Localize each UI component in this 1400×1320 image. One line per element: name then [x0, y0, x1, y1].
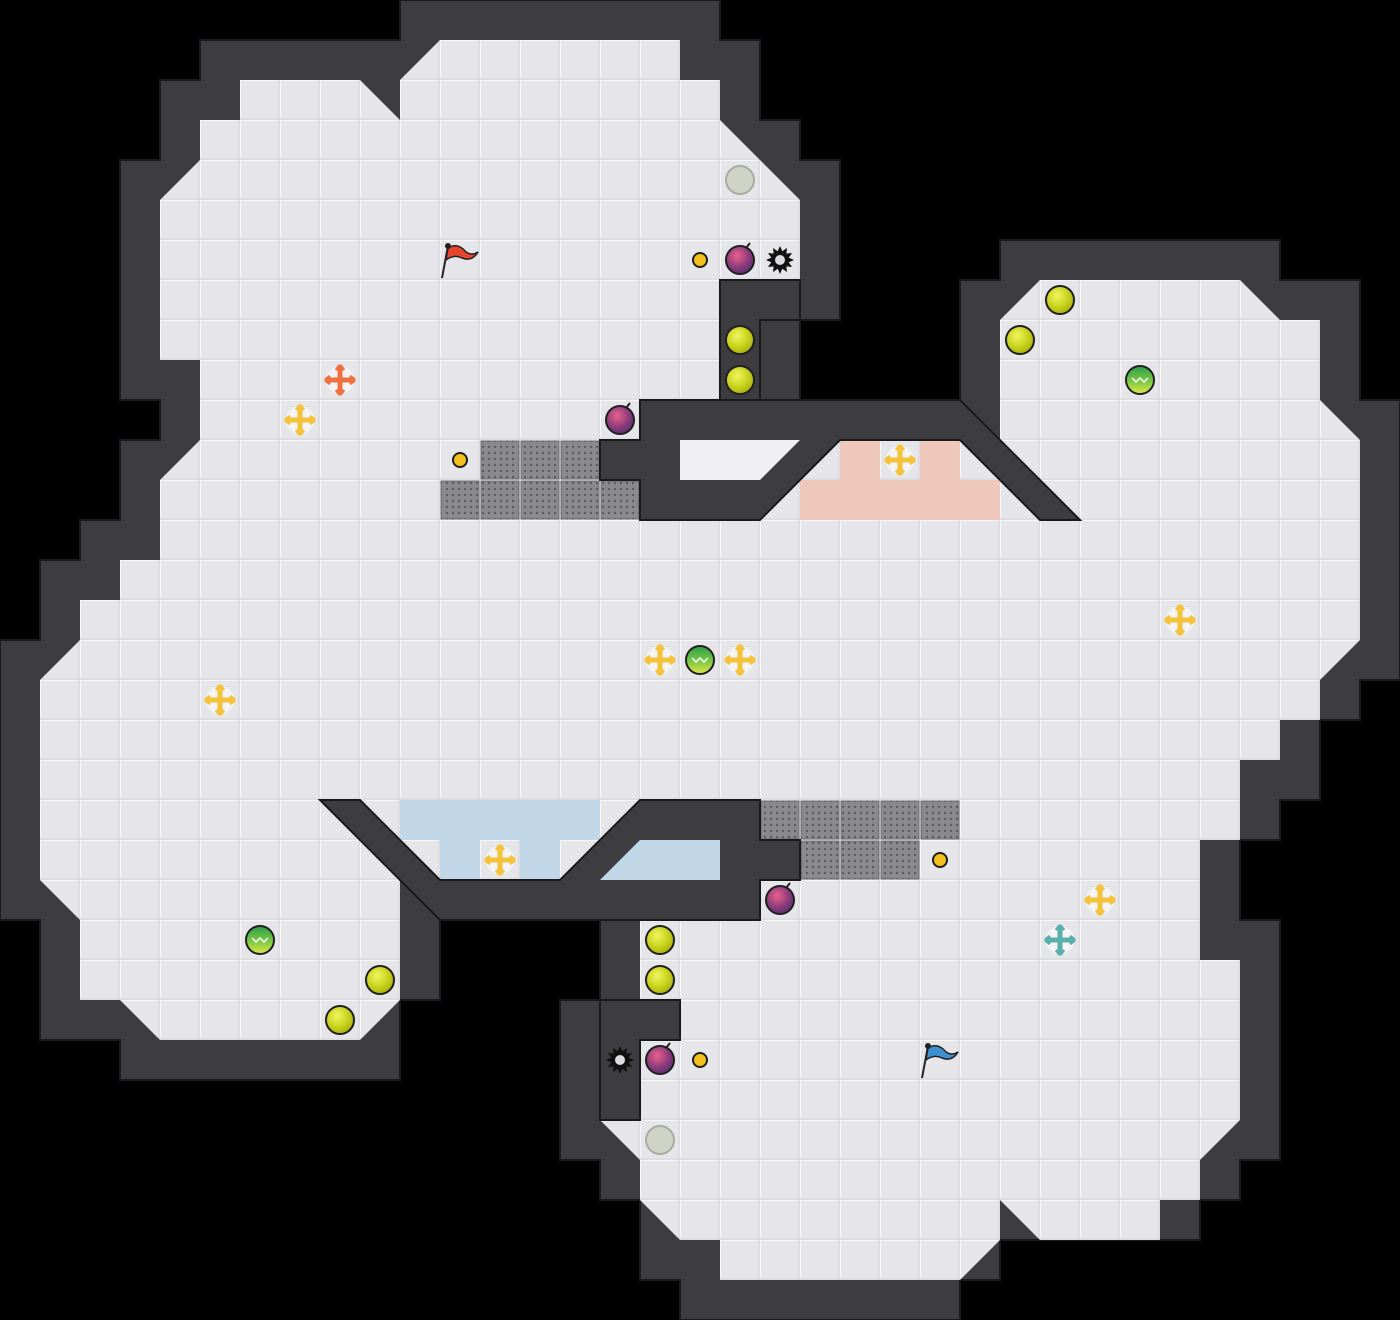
jukejuice-icon [245, 925, 275, 955]
inner-wall-bottom [317, 799, 801, 921]
powerup-icon [325, 1005, 355, 1035]
powerup-icon [725, 325, 755, 355]
blue-boost-icon [1044, 924, 1076, 956]
powerup-icon [365, 965, 395, 995]
item-layer [204, 165, 1196, 1155]
gate-tile [560, 440, 600, 480]
gate-tile [920, 800, 960, 840]
portal-icon [725, 165, 755, 195]
powerup-icon [645, 965, 675, 995]
inner-wall-top [599, 399, 1083, 521]
gate-tile [520, 440, 560, 480]
neutral-boost-icon [484, 844, 516, 876]
inner-wall-notch-top [680, 440, 800, 480]
neutral-boost-icon [284, 404, 316, 436]
inner-wall-notch-bottom [600, 840, 720, 880]
red-team-tile [960, 480, 1000, 520]
neutral-boost-icon [1164, 604, 1196, 636]
gate-tile [440, 480, 480, 520]
jukejuice-icon [685, 645, 715, 675]
spike-icon [766, 246, 794, 274]
neutral-boost-icon [724, 644, 756, 676]
blue-team-tile [440, 800, 480, 840]
powerup-icon [1005, 325, 1035, 355]
neutral-boost-icon [1084, 884, 1116, 916]
gate-tile [840, 800, 880, 840]
blue-team-tile [520, 800, 560, 840]
gate-tile [480, 480, 520, 520]
powerup-icon [1045, 285, 1075, 315]
button-icon [452, 452, 468, 468]
gate-tile [840, 840, 880, 880]
bomb-icon [725, 242, 755, 275]
neutral-boost-icon [204, 684, 236, 716]
red-team-tile [920, 480, 960, 520]
inner-wall-layer [317, 279, 1083, 1121]
gate-tile [600, 480, 640, 520]
wall-stub [599, 999, 681, 1121]
button-icon [692, 1052, 708, 1068]
bomb-icon [605, 402, 635, 435]
red-boost-icon [324, 364, 356, 396]
gate-tile [480, 440, 520, 480]
blue-team-tile [520, 840, 560, 880]
bomb-icon [645, 1042, 675, 1075]
blue-team-tile [480, 800, 520, 840]
powerup-icon [725, 365, 755, 395]
portal-icon [645, 1125, 675, 1155]
bomb-icon [765, 882, 795, 915]
gate-tile [560, 480, 600, 520]
gate-tile [800, 840, 840, 880]
red-team-tile [840, 480, 880, 520]
red-team-tile [840, 440, 880, 480]
gate-tile [800, 800, 840, 840]
red-team-tile [880, 480, 920, 520]
neutral-boost-icon [644, 644, 676, 676]
blue-team-tile [400, 800, 440, 840]
red-team-tile [800, 480, 840, 520]
blue-flag-icon [921, 1043, 959, 1079]
gate-tile [520, 480, 560, 520]
button-icon [692, 252, 708, 268]
spike-icon [606, 1046, 634, 1074]
button-icon [932, 852, 948, 868]
blue-team-tile [560, 800, 600, 840]
powerup-icon [645, 925, 675, 955]
red-team-tile [920, 440, 960, 480]
red-flag-icon [441, 243, 479, 279]
blue-team-tile [440, 840, 480, 880]
gate-tile [880, 800, 920, 840]
jukejuice-icon [1125, 365, 1155, 395]
gate-tile [880, 840, 920, 880]
neutral-boost-icon [884, 444, 916, 476]
gate-tile [760, 800, 800, 840]
